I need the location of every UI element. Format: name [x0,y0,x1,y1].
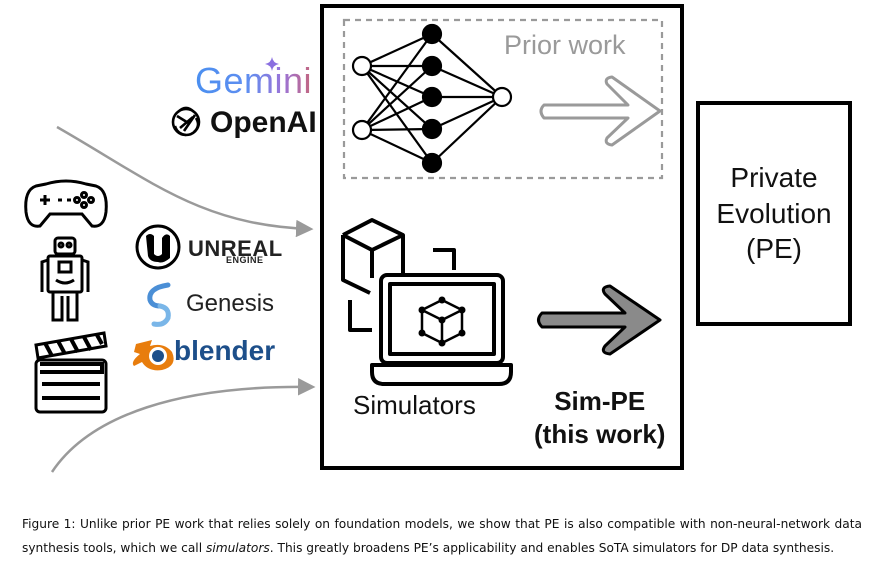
caption-suffix: . This greatly broadens PE’s applicabili… [269,541,835,555]
unreal-logo-subtitle: ENGINE [226,255,264,265]
curve-arrow-top [56,125,314,238]
main-box [320,4,684,470]
robot-icon [40,236,90,322]
caption-prefix: Figure 1: Unlike prior PE work that reli… [22,517,862,555]
prior-work-label: Prior work [504,30,626,60]
pe-label-line3: (PE) [746,233,802,265]
sim-pe-title: Sim-PE [554,386,646,416]
openai-knot-icon [171,106,201,137]
simulators-label: Simulators [353,390,476,420]
sim-pe-label: Sim-PE (this work) [534,385,665,450]
prior-work-box [342,18,664,180]
clapperboard-icon [34,331,108,414]
figure: Prior work Simulators Sim-PE (this work)… [24,4,852,473]
unreal-logo-text: UNREAL [188,236,283,261]
gemini-sparkle-icon [265,57,279,71]
gamepad-icon [24,179,108,228]
sim-pe-subtitle: (this work) [534,418,666,449]
sim-pe-arrow-icon [537,284,662,356]
neural-network-icon [351,23,513,174]
genesis-logo-text: Genesis [186,290,275,317]
blender-logo-text: blender [174,335,276,366]
blender-icon [132,340,174,371]
simulators-icon [341,218,513,386]
figure-canvas [24,4,852,473]
pe-label-line1: Private [730,162,818,193]
pe-label: Private Evolution (PE) [698,160,850,267]
figure-caption: Figure 1: Unlike prior PE work that reli… [22,512,862,560]
pe-box [696,101,852,326]
pe-label-line2: Evolution [716,197,832,229]
curve-arrow-bottom [50,378,316,473]
genesis-swirl-icon [147,282,171,327]
unreal-engine-icon [135,224,181,270]
caption-emphasis: simulators [205,541,270,555]
openai-logo-text: OpenAI [210,106,317,139]
prior-work-arrow-icon [539,75,662,147]
gemini-logo-text: Gemini [195,60,313,101]
